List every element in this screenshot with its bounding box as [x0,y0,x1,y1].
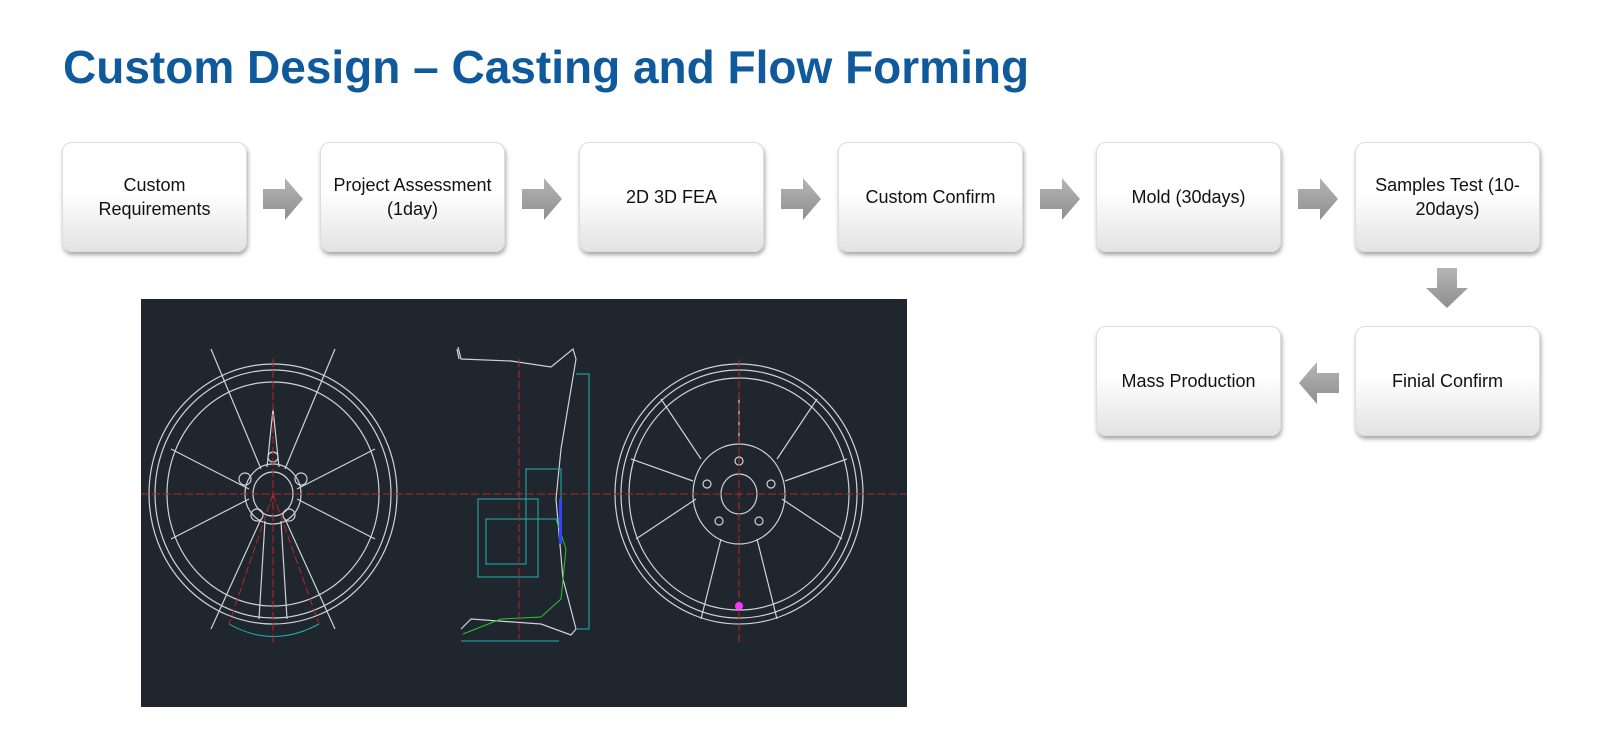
step-samples-test: Samples Test (10-20days) [1355,142,1540,252]
cad-drawing-svg [141,346,907,644]
step-project-assessment: Project Assessment (1day) [320,142,505,252]
arrow-right-icon [522,178,562,220]
arrow-right-icon [1298,178,1338,220]
arrow-right-icon [1040,178,1080,220]
step-final-confirm: Finial Confirm [1355,326,1540,436]
arrow-right-icon [781,178,821,220]
slide-title: Custom Design – Casting and Flow Forming [63,41,1030,93]
arrow-down-icon [1426,268,1468,308]
step-mass-production: Mass Production [1096,326,1281,436]
step-fea: 2D 3D FEA [579,142,764,252]
arrow-right-icon [263,178,303,220]
side-section-view [456,346,577,636]
wheel-cad-drawing [141,299,907,707]
step-custom-requirements: Custom Requirements [62,142,247,252]
step-custom-confirm: Custom Confirm [838,142,1023,252]
arrow-left-icon [1299,362,1339,404]
step-mold: Mold (30days) [1096,142,1281,252]
